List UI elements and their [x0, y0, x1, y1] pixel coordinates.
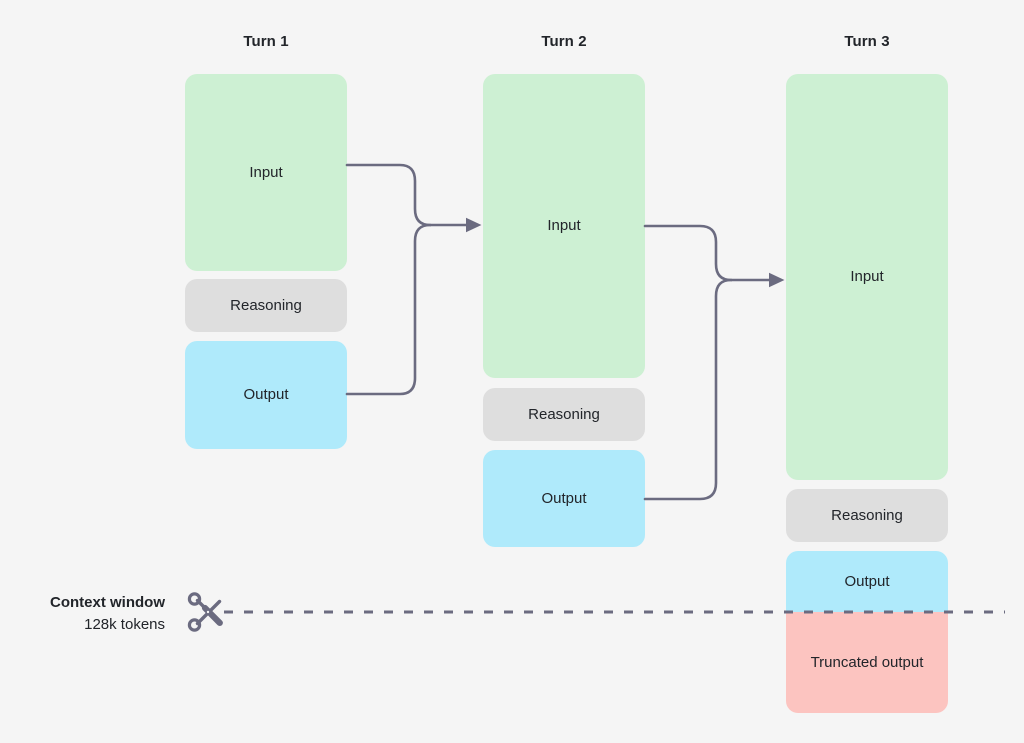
turn-3-input-block: Input: [786, 74, 948, 480]
turn-3-output-block: Output: [786, 551, 948, 612]
connector-turn1-to-turn2: [345, 163, 482, 396]
context-window-title: Context window: [50, 594, 165, 611]
context-window-label: Context window 128k tokens: [0, 592, 165, 636]
scissors-icon: [187, 592, 223, 632]
turn-2-input-block: Input: [483, 74, 645, 378]
turn-3-truncated-output-block: Truncated output: [786, 612, 948, 713]
column-title-turn-3: Turn 3: [844, 33, 890, 50]
context-window-subtitle: 128k tokens: [84, 615, 165, 633]
turn-2-output-block: Output: [483, 450, 645, 547]
turn-1-output-block: Output: [185, 341, 347, 449]
connector-turn2-to-turn3: [643, 224, 785, 501]
turn-1-input-block: Input: [185, 74, 347, 271]
turn-1-reasoning-block: Reasoning: [185, 279, 347, 332]
column-title-turn-2: Turn 2: [541, 33, 587, 50]
column-title-turn-1: Turn 1: [243, 33, 289, 50]
turn-2-reasoning-block: Reasoning: [483, 388, 645, 441]
turn-3-reasoning-block: Reasoning: [786, 489, 948, 542]
